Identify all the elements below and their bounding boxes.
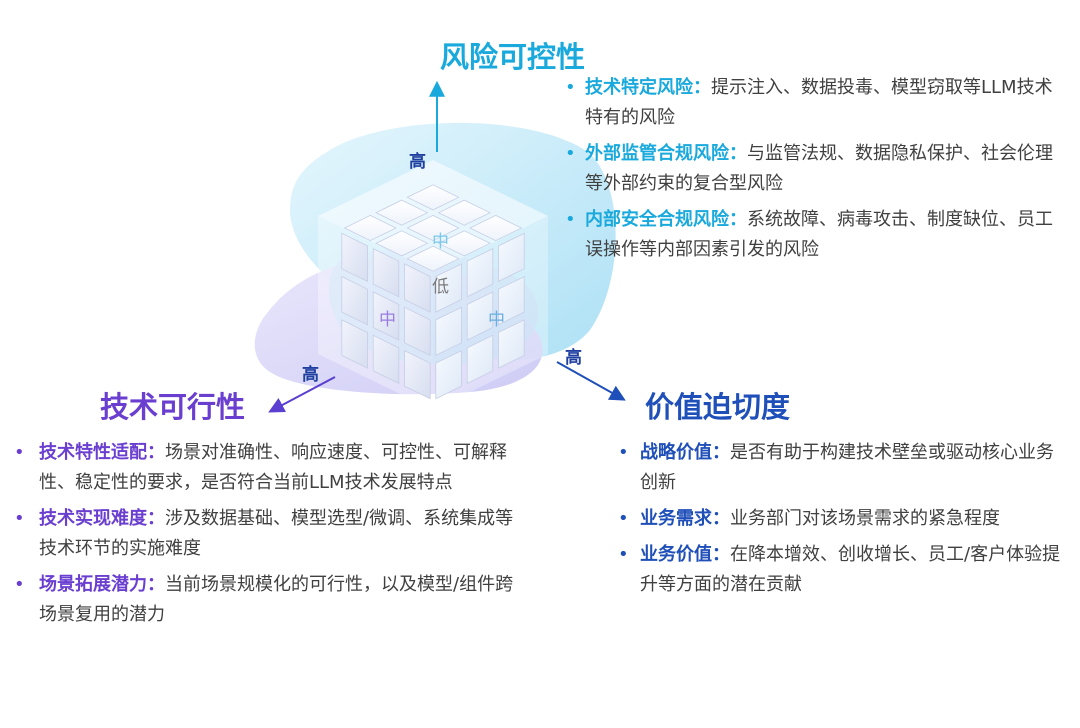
bullet-icon: • <box>14 508 25 529</box>
cube-tile <box>437 199 491 226</box>
cube-tile <box>406 214 460 242</box>
bullet-icon: • <box>565 143 576 164</box>
cube-tile <box>406 184 460 211</box>
high-label-left: 高 <box>302 365 319 385</box>
bullet-icon: • <box>14 442 25 463</box>
bullet-icon: • <box>565 209 576 230</box>
cube-tile <box>466 247 494 298</box>
cube-right-face <box>435 232 525 400</box>
cube-tile <box>404 263 431 313</box>
item-term: 技术实现难度： <box>39 508 165 529</box>
item-desc: 是否有助于构建技术壁垒或驱动核心业务创新 <box>640 442 1054 493</box>
cube-tile <box>406 245 460 272</box>
item-term: 场景拓展潜力： <box>39 574 165 595</box>
cube-label-low: 低 <box>432 277 449 297</box>
cube-tile <box>372 334 400 385</box>
item-term: 战略价值： <box>640 442 730 463</box>
bullet-icon: • <box>618 544 629 565</box>
bullet-icon: • <box>565 77 576 98</box>
bullet-icon: • <box>618 442 629 463</box>
axis-title-urgency: 价值迫切度 <box>645 390 791 424</box>
axis-arrow-right <box>556 361 626 401</box>
axis-title-risk: 风险可控性 <box>440 40 586 74</box>
cube-left-face <box>341 232 431 400</box>
item-term: 技术特定风险： <box>585 77 711 98</box>
cube-top-face <box>343 184 523 272</box>
cube-tile <box>469 214 523 242</box>
item-desc: 涉及数据基础、模型选型/微调、系统集成等技术环节的实施难度 <box>39 508 514 559</box>
cube-tile <box>435 349 462 400</box>
cube-tile <box>341 275 368 326</box>
high-label-right: 高 <box>565 348 582 368</box>
item-term: 业务需求： <box>640 508 730 529</box>
high-label-top: 高 <box>409 152 426 172</box>
item-desc: 业务部门对该场景需求的紧急程度 <box>730 508 1000 529</box>
list-item: • 外部监管合规风险：与监管法规、数据隐私保护、社会伦理等外部约束的复合型风险 <box>565 139 1055 199</box>
list-item: • 业务价值：在降本增效、创收增长、员工/客户体验提升等方面的潜在贡献 <box>618 540 1068 600</box>
cube-tile <box>435 306 462 357</box>
cube-tile <box>498 275 525 326</box>
cube-tile <box>466 291 494 341</box>
item-desc: 场景对准确性、响应速度、可控性、可解释性、稳定性的要求，是否符合当前LLM技术发… <box>39 442 507 493</box>
item-term: 技术特性适配： <box>39 442 165 463</box>
cube-label-mid-top: 中 <box>432 232 449 252</box>
item-term: 内部安全合规风险： <box>585 209 747 230</box>
cube-tile <box>437 230 491 257</box>
cube-tile <box>375 199 429 226</box>
list-item: • 技术实现难度：涉及数据基础、模型选型/微调、系统集成等技术环节的实施难度 <box>14 504 514 564</box>
cube-tile <box>341 319 368 369</box>
item-desc: 与监管法规、数据隐私保护、社会伦理等外部约束的复合型风险 <box>585 143 1053 194</box>
urgency-list: • 战略价值：是否有助于构建技术壁垒或驱动核心业务创新 • 业务需求：业务部门对… <box>618 438 1068 606</box>
cube-tile <box>404 306 431 357</box>
cube-tile <box>435 263 462 313</box>
cube-label-mid-left: 中 <box>379 310 396 330</box>
risk-list: • 技术特定风险：提示注入、数据投毒、模型窃取等LLM技术特有的风险 • 外部监… <box>565 73 1055 271</box>
list-item: • 业务需求：业务部门对该场景需求的紧急程度 <box>618 504 1068 534</box>
cube-tile <box>466 334 494 385</box>
item-desc: 提示注入、数据投毒、模型窃取等LLM技术特有的风险 <box>585 77 1053 128</box>
cube-tile <box>498 232 525 283</box>
item-desc: 系统故障、病毒攻击、制度缺位、员工误操作等内部因素引发的风险 <box>585 209 1053 260</box>
cube-tile <box>372 291 400 341</box>
list-item: • 技术特定风险：提示注入、数据投毒、模型窃取等LLM技术特有的风险 <box>565 73 1055 133</box>
list-item: • 内部安全合规风险：系统故障、病毒攻击、制度缺位、员工误操作等内部因素引发的风… <box>565 205 1055 265</box>
cube-tile <box>343 214 397 242</box>
feasibility-list: • 技术特性适配：场景对准确性、响应速度、可控性、可解释性、稳定性的要求，是否符… <box>14 438 514 636</box>
cube-tile <box>498 319 525 369</box>
cube-tile <box>341 232 368 283</box>
list-item: • 战略价值：是否有助于构建技术壁垒或驱动核心业务创新 <box>618 438 1068 498</box>
axis-title-feasibility: 技术可行性 <box>100 390 246 424</box>
cube-label-mid-right: 中 <box>488 310 505 330</box>
list-item: • 技术特性适配：场景对准确性、响应速度、可控性、可解释性、稳定性的要求，是否符… <box>14 438 514 498</box>
item-desc: 当前场景规模化的可行性，以及模型/组件跨场景复用的潜力 <box>39 574 514 625</box>
cube-tile <box>404 349 431 400</box>
item-term: 外部监管合规风险： <box>585 143 747 164</box>
bullet-icon: • <box>14 574 25 595</box>
bullet-icon: • <box>618 508 629 529</box>
item-term: 业务价值： <box>640 544 730 565</box>
list-item: • 场景拓展潜力：当前场景规模化的可行性，以及模型/组件跨场景复用的潜力 <box>14 570 514 630</box>
item-desc: 在降本增效、创收增长、员工/客户体验提升等方面的潜在贡献 <box>640 544 1061 595</box>
axis-arrow-left <box>268 376 336 413</box>
cube-tile <box>372 247 400 298</box>
cube-tile <box>375 230 429 257</box>
